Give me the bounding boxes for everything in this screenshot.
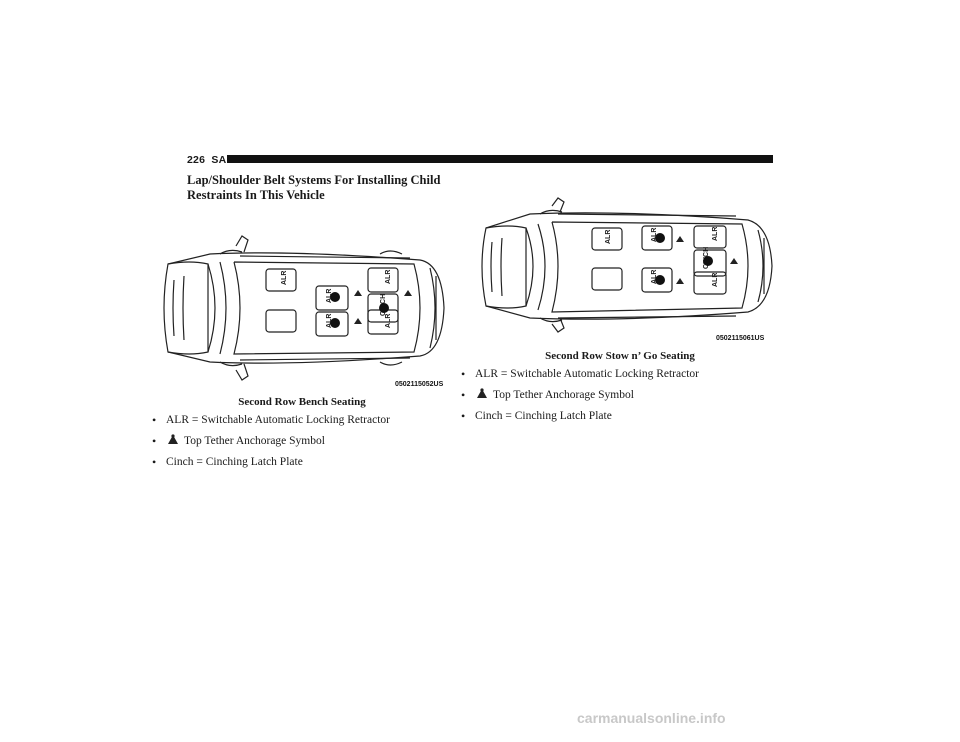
figure-stow-n-go-seating: ALR ALR ALR CINCH ALR ALR 0502115061US	[472, 194, 778, 348]
latch-anchor-icon	[655, 233, 665, 243]
header-rule	[227, 155, 773, 163]
list-item: •Top Tether Anchorage Symbol	[461, 388, 634, 402]
list-item: •Cinch = Cinching Latch Plate	[152, 455, 303, 469]
list-item: •Cinch = Cinching Latch Plate	[461, 409, 612, 423]
seat-label: ALR	[712, 273, 719, 287]
seat-label: ALR	[651, 270, 658, 284]
latch-anchor-icon	[330, 318, 340, 328]
page-header: 226 SAFETY	[187, 153, 773, 167]
tether-anchor-icon	[168, 434, 178, 444]
seat-label: ALR	[712, 227, 719, 241]
vehicle-diagram-stow-n-go: ALR ALR ALR CINCH ALR ALR 0502115061US	[481, 197, 773, 342]
list-item: •ALR = Switchable Automatic Locking Retr…	[461, 367, 699, 381]
figure-caption-stow-n-go: Second Row Stow n’ Go Seating	[545, 350, 695, 362]
tether-anchor-icon	[404, 290, 412, 296]
latch-anchor-icon	[379, 303, 389, 313]
tether-anchor-icon	[354, 290, 362, 296]
seat-label: ALR	[605, 230, 612, 244]
seat-label: ALR	[651, 228, 658, 242]
figure-code: 0502115052US	[395, 381, 444, 388]
latch-anchor-icon	[655, 275, 665, 285]
seat-label: ALR	[326, 314, 333, 328]
seat-label: ALR	[281, 271, 288, 285]
tether-anchor-icon	[354, 318, 362, 324]
figure-code: 0502115061US	[716, 335, 765, 342]
vehicle-diagram-bench: ALR ALR ALR CINCH ALR ALR 0502115052US	[163, 235, 445, 388]
latch-anchor-icon	[330, 292, 340, 302]
bullet-list-left: •ALR = Switchable Automatic Locking Retr…	[152, 412, 452, 475]
seat-label: ALR	[326, 289, 333, 303]
figure-bench-seating: ALR ALR ALR CINCH ALR ALR 0502115052US	[150, 224, 450, 392]
watermark: carmanualsonline.info	[577, 710, 726, 726]
section-heading: Lap/Shoulder Belt Systems For Installing…	[187, 173, 441, 202]
seat-label: ALR	[385, 270, 392, 284]
latch-anchor-icon	[703, 256, 713, 266]
tether-anchor-icon	[676, 278, 684, 284]
page-number: 226	[187, 154, 206, 166]
tether-anchor-icon	[730, 258, 738, 264]
figure-caption-bench: Second Row Bench Seating	[238, 396, 366, 408]
list-item: •ALR = Switchable Automatic Locking Retr…	[152, 413, 390, 427]
seat-label: ALR	[385, 314, 392, 328]
tether-anchor-icon	[477, 388, 487, 398]
tether-anchor-icon	[676, 236, 684, 242]
list-item: •Top Tether Anchorage Symbol	[152, 434, 325, 448]
bullet-list-right: •ALR = Switchable Automatic Locking Retr…	[461, 366, 781, 429]
